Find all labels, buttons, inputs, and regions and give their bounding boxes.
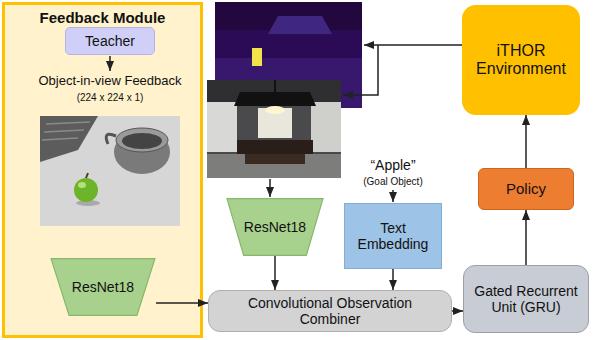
flow-arrow xyxy=(392,269,394,290)
caption-label: “Apple” xyxy=(370,157,415,173)
node-text: Gated Recurrent Unit (GRU) xyxy=(470,283,582,315)
caption-label: Object-in-view Feedback xyxy=(38,74,181,89)
flow-arrow xyxy=(452,310,463,312)
node-text: Teacher xyxy=(85,33,135,49)
node-text: ResNet18 xyxy=(244,219,306,235)
flow-arrow xyxy=(525,115,527,168)
embedding-box: Text Embedding xyxy=(344,203,442,269)
flow-arrow xyxy=(156,302,208,304)
kitchen-image xyxy=(207,80,341,178)
panel-title: Feedback Module xyxy=(2,2,203,26)
caption-label: (224 x 224 x 1) xyxy=(77,92,144,104)
environment-box: iTHOR Environment xyxy=(462,5,580,115)
teacher-box: Teacher xyxy=(65,27,155,55)
caption-label: (Goal Object) xyxy=(363,176,422,188)
node-text: iTHOR Environment xyxy=(469,42,573,79)
recurrent-box: Gated Recurrent Unit (GRU) xyxy=(463,265,589,333)
node-text: Convolutional Observation Combiner xyxy=(235,295,425,327)
combiner-box: Convolutional Observation Combiner xyxy=(208,290,452,332)
node-text: ResNet18 xyxy=(72,279,134,295)
encoder-trapezoid: ResNet18 xyxy=(226,198,324,256)
feedback-image xyxy=(40,116,180,226)
flow-arrow xyxy=(525,210,527,265)
policy-box: Policy xyxy=(478,168,574,210)
node-text: Policy xyxy=(506,180,546,197)
flow-arrow xyxy=(274,256,276,290)
node-text: Text Embedding xyxy=(351,220,435,252)
encoder-trapezoid: ResNet18 xyxy=(50,258,156,316)
